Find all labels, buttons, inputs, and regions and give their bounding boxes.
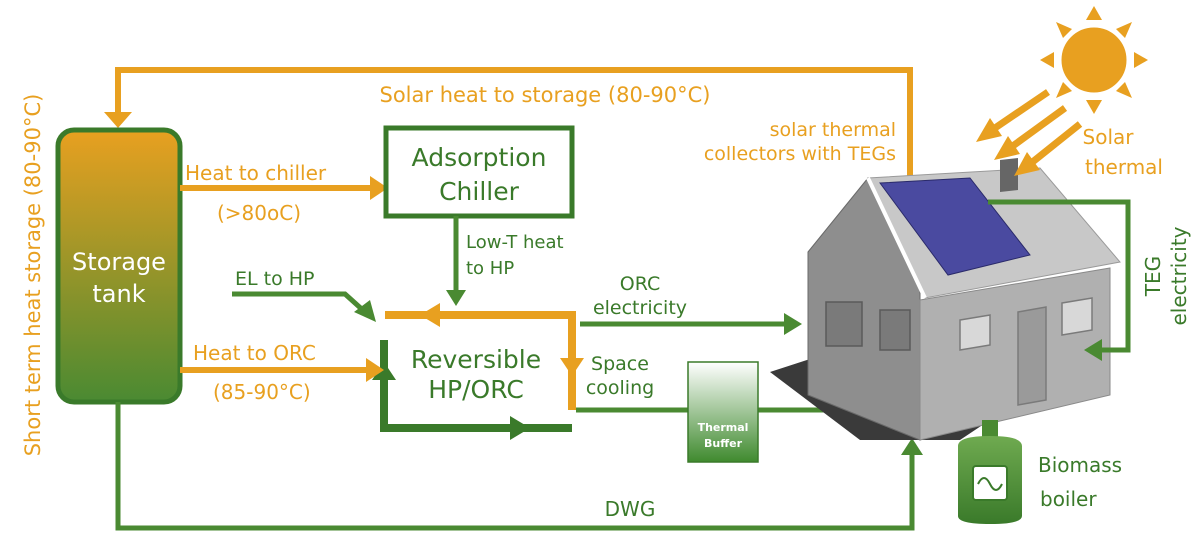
teg-electricity-arrowhead (1084, 339, 1102, 361)
biomass-boiler (958, 420, 1022, 524)
reversible-label-2: HP/ORC (428, 375, 524, 404)
low-t-heat-label-2: to HP (466, 258, 514, 279)
hp-green-arrow-right (510, 416, 530, 440)
dwg-label: DWG (605, 497, 656, 521)
orc-electricity-label-2: electricity (593, 297, 687, 319)
storage-tank-label-1: Storage (72, 248, 166, 276)
teg-electricity-label-1: TEG (1141, 256, 1165, 297)
dwg-arrowhead (901, 438, 923, 455)
el-to-hp-line (232, 291, 367, 314)
low-t-heat-arrowhead (446, 290, 466, 306)
chiller-temp-label: (>80oC) (217, 201, 301, 225)
low-t-heat-label-1: Low-T heat (466, 232, 564, 253)
teg-electricity-line (988, 199, 1131, 353)
solar-thermal-label-2: thermal (1085, 155, 1163, 179)
solar-collectors-label-1: solar thermal (770, 119, 896, 141)
hp-orange-loop (385, 311, 576, 410)
orc-electricity-label-1: ORC (620, 273, 660, 295)
adsorption-label-1: Adsorption (412, 143, 547, 172)
hp-orange-arrow-down (560, 358, 584, 376)
short-term-storage-label: Short term heat storage (80-90°C) (21, 94, 45, 457)
heat-to-chiller-arrowhead (370, 176, 388, 200)
teg-electricity-label-2: electricity (1167, 226, 1191, 325)
heat-to-orc-label: Heat to ORC (193, 341, 316, 365)
orc-electricity-arrowhead (784, 313, 802, 335)
thermal-buffer-label-1: Thermal (698, 421, 749, 434)
hp-orange-arrow-left (420, 303, 440, 327)
biomass-label-2: boiler (1040, 487, 1097, 511)
sine-wave-icon (977, 477, 1003, 491)
orc-temp-label: (85-90°C) (213, 380, 311, 404)
dwg-line (115, 402, 915, 531)
heat-to-chiller-label: Heat to chiller (185, 161, 327, 185)
biomass-label-1: Biomass (1038, 453, 1122, 477)
solar-heat-label: Solar heat to storage (80-90°C) (380, 83, 711, 107)
thermal-buffer-label-2: Buffer (704, 437, 743, 450)
hp-green-arrow-up (372, 362, 396, 380)
adsorption-chiller-box (383, 125, 575, 219)
solar-rays (976, 89, 1083, 176)
solar-collectors-label-2: collectors with TEGs (704, 143, 896, 165)
sun-icon (1040, 6, 1148, 114)
solar-panel (879, 177, 1031, 276)
space-cooling-label-2: cooling (586, 377, 654, 399)
adsorption-label-2: Chiller (439, 177, 520, 206)
reversible-label-1: Reversible (411, 345, 541, 374)
space-cooling-label-1: Space (591, 353, 649, 375)
el-to-hp-arrowhead (354, 300, 376, 322)
storage-tank-label-2: tank (92, 280, 145, 308)
el-to-hp-label: EL to HP (235, 268, 315, 290)
heat-to-orc-arrowhead (366, 358, 384, 382)
solar-heat-arrowhead (104, 112, 132, 128)
solar-thermal-label-1: Solar (1083, 125, 1135, 149)
thermal-buffer (687, 361, 759, 463)
solar-heat-loop (115, 67, 913, 188)
